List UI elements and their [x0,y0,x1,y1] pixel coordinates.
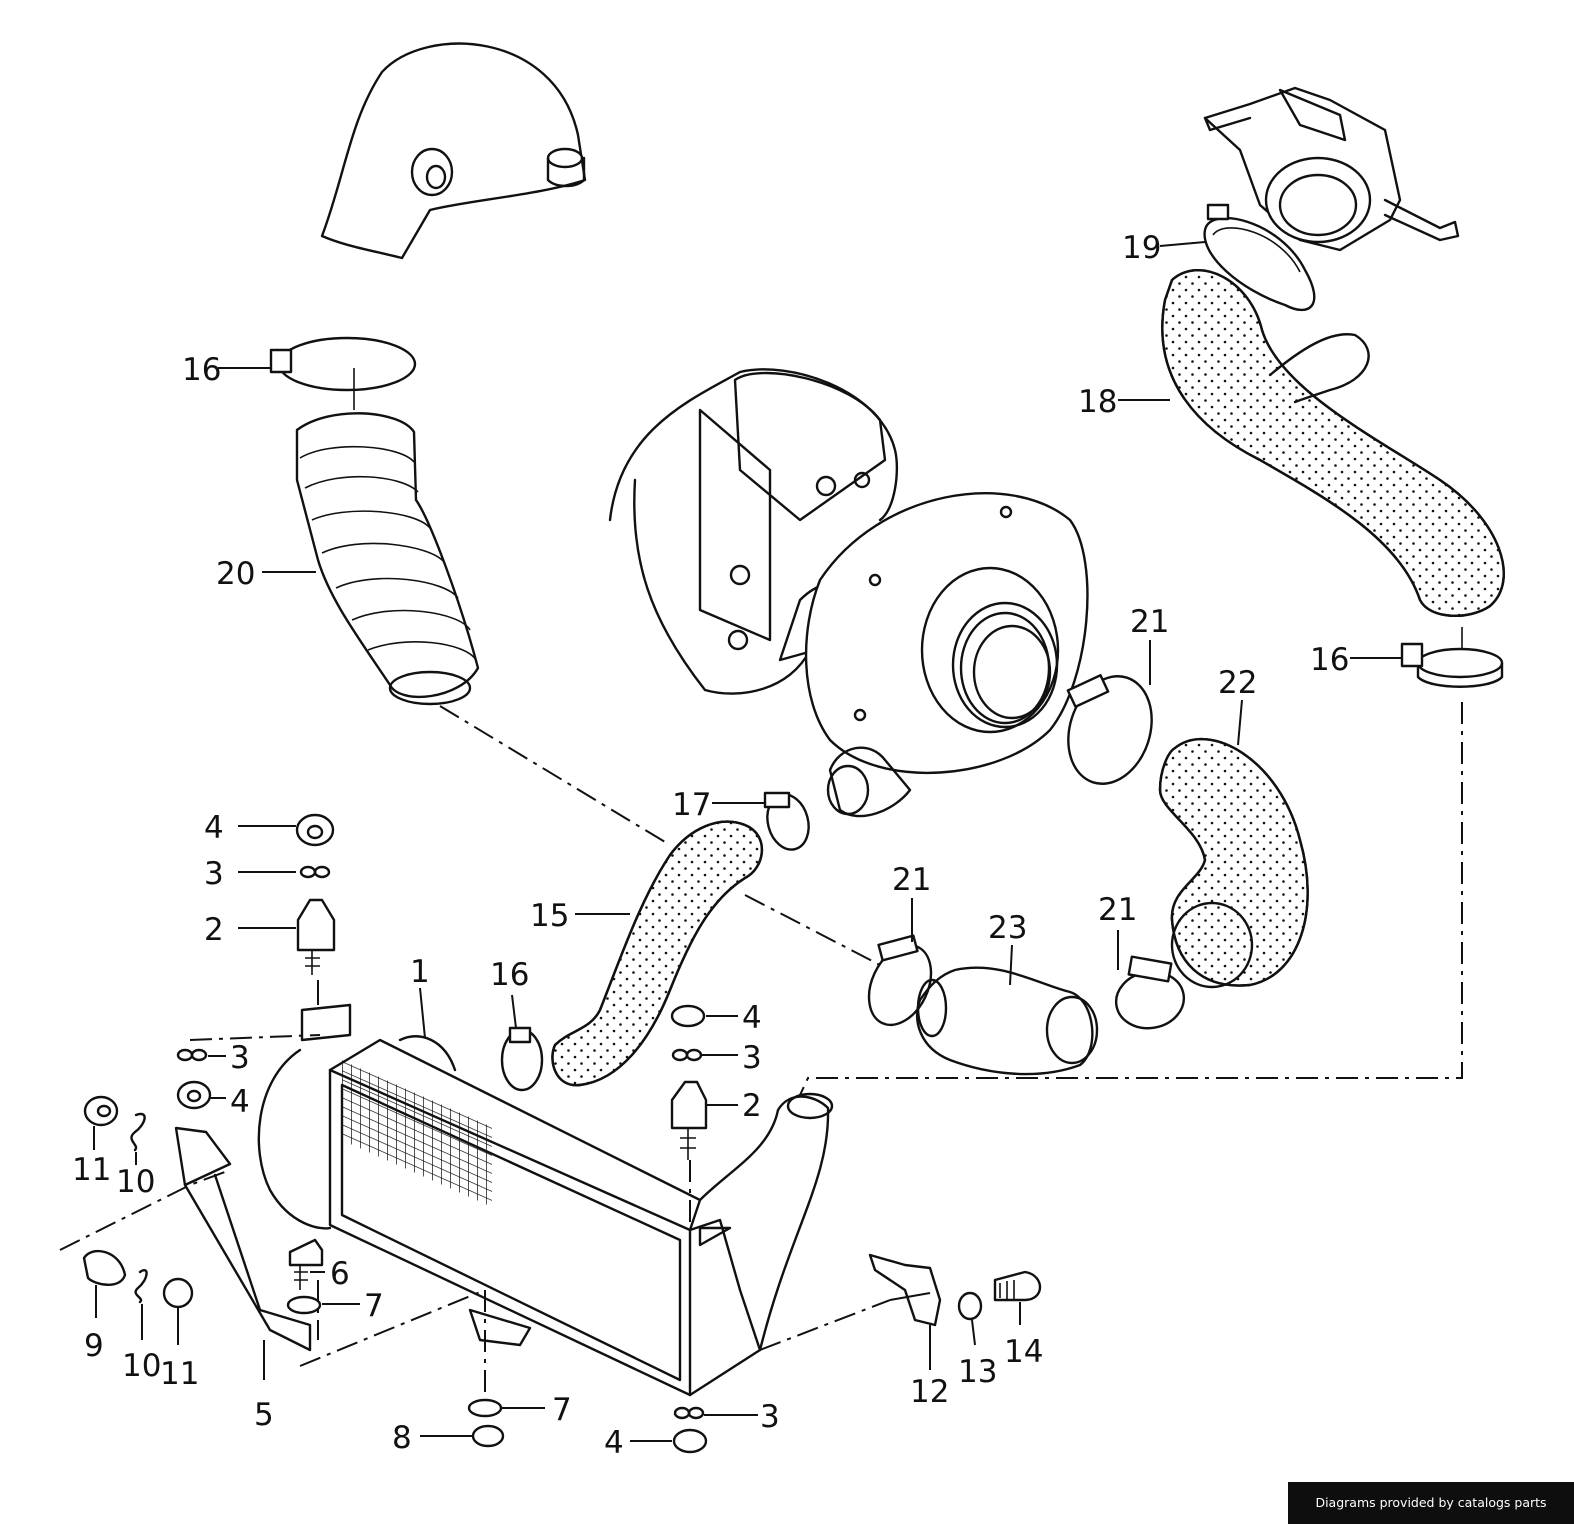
callout-7: 7 [552,1392,572,1428]
hose-clamp-21-left [867,934,933,1027]
callout-10: 10 [116,1164,155,1200]
callout-16: 16 [1310,642,1349,678]
callout-3: 3 [742,1040,762,1076]
intake-cowl [320,42,587,260]
hose-22 [1158,737,1309,989]
callout-18: 18 [1078,384,1117,420]
callout-12: 12 [910,1374,949,1410]
callout-11: 11 [72,1152,111,1188]
hose-clamp-16-right [1400,627,1504,688]
credit-text: Diagrams provided by catalogs parts [1315,1495,1547,1510]
callout-15: 15 [530,898,569,934]
callout-4: 4 [204,810,224,846]
hose-15 [551,820,764,1087]
callout-7: 7 [364,1288,384,1324]
callout-23: 23 [988,910,1027,946]
callout-8: 8 [392,1420,412,1456]
hose-clamp-19 [1203,203,1316,311]
turbocharger [608,368,1089,818]
callout-10: 10 [122,1348,161,1384]
callout-4: 4 [230,1084,250,1120]
callout-21: 21 [892,862,931,898]
assembly-lines [59,702,1463,1400]
callout-5: 5 [254,1397,274,1433]
intake-bellows [269,336,480,706]
callout-22: 22 [1218,665,1257,701]
credit-banner: Diagrams provided by catalogs parts [1288,1482,1574,1524]
callout-16: 16 [182,352,221,388]
callout-21: 21 [1098,892,1137,928]
callout-16: 16 [490,957,529,993]
hardware [82,813,1042,1454]
callout-19: 19 [1122,230,1161,266]
callout-3: 3 [230,1040,250,1076]
callout-1: 1 [410,954,430,990]
hose-clamp-17 [763,791,810,851]
callout-17: 17 [672,787,711,823]
throttle-housing [1203,86,1460,252]
callout-20: 20 [216,556,255,592]
callout-3: 3 [760,1399,780,1435]
hose-18 [1161,269,1505,617]
hose-clamp-21-upper [1066,674,1153,785]
callout-2: 2 [742,1088,762,1124]
callout-2: 2 [204,912,224,948]
callout-11: 11 [160,1356,199,1392]
hose-clamp-16-mid [500,1026,544,1092]
callout-13: 13 [958,1354,997,1390]
callout-21: 21 [1130,604,1169,640]
callout-9: 9 [84,1328,104,1364]
callout-4: 4 [604,1425,624,1461]
hose-clamp-21-right [1114,955,1186,1030]
callout-14: 14 [1004,1334,1043,1370]
intercooler [257,1035,834,1397]
callout-3: 3 [204,856,224,892]
callouts: 1 2 2 3 3 3 3 4 4 4 4 5 6 7 7 8 9 10 [72,230,1402,1461]
callout-6: 6 [330,1256,350,1292]
callout-4: 4 [742,1000,762,1036]
hose-23 [915,966,1099,1076]
